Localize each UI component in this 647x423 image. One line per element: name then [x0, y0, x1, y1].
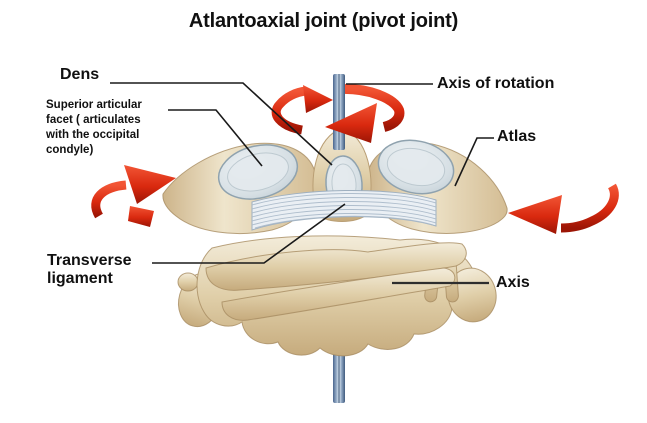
center-rotation-arrow-icon — [271, 85, 377, 143]
center-rotation-arrow-back — [339, 83, 405, 132]
leader-line-dens — [110, 82, 333, 166]
left-rotation-arrow-icon — [91, 165, 176, 219]
dens-label: Dens — [60, 66, 100, 83]
right-rotation-arrow-band — [560, 183, 619, 233]
superior-articular-facet-label-line2: facet ( articulates — [46, 114, 141, 126]
atlas-label: Atlas — [497, 128, 537, 145]
leader-line-atlas — [454, 137, 494, 187]
transverse-ligament-label-line1: Transverse — [47, 252, 132, 269]
left-superior-facet-inner — [227, 152, 289, 192]
axis-rod-top — [333, 74, 345, 150]
transverse-ligament — [251, 190, 437, 231]
left-rotation-arrow-hidden-band — [128, 206, 154, 227]
center-rotation-arrowhead-right — [325, 103, 377, 143]
ligament-fibers — [251, 193, 437, 229]
superior-articular-facet-label-line1: Superior articular — [46, 99, 142, 111]
right-rotation-arrowhead — [508, 195, 562, 234]
leader-line-transverse-ligament — [152, 203, 346, 264]
axis-label: Axis — [496, 274, 530, 291]
axis-left-process-bump — [177, 272, 199, 292]
transverse-ligament-label: Transverse ligament — [47, 252, 132, 288]
superior-articular-facets — [217, 139, 455, 200]
center-rotation-arrowhead-top — [303, 85, 333, 113]
leader-lines — [110, 82, 494, 285]
superior-articular-facet-label: Superior articular facet ( articulates w… — [46, 98, 142, 158]
superior-articular-facet-label-line3: with the occipital — [46, 129, 140, 141]
axis-lamina-bar — [221, 267, 456, 321]
leader-line-superior-facet — [168, 109, 263, 167]
right-superior-facet-inner — [386, 147, 446, 187]
left-rotation-arrow-band — [91, 180, 127, 219]
left-rotation-arrowhead — [124, 165, 176, 204]
axis-of-rotation-label: Axis of rotation — [437, 75, 555, 92]
diagram-title: Atlantoaxial joint (pivot joint) — [188, 10, 459, 32]
right-rotation-arrow-icon — [508, 183, 619, 234]
transverse-ligament-label-line2: ligament — [47, 270, 113, 287]
center-rotation-arrow-front — [271, 86, 307, 135]
atlas-posterior-arch-bar — [205, 242, 467, 291]
superior-articular-facet-label-line4: condyle) — [46, 144, 94, 156]
